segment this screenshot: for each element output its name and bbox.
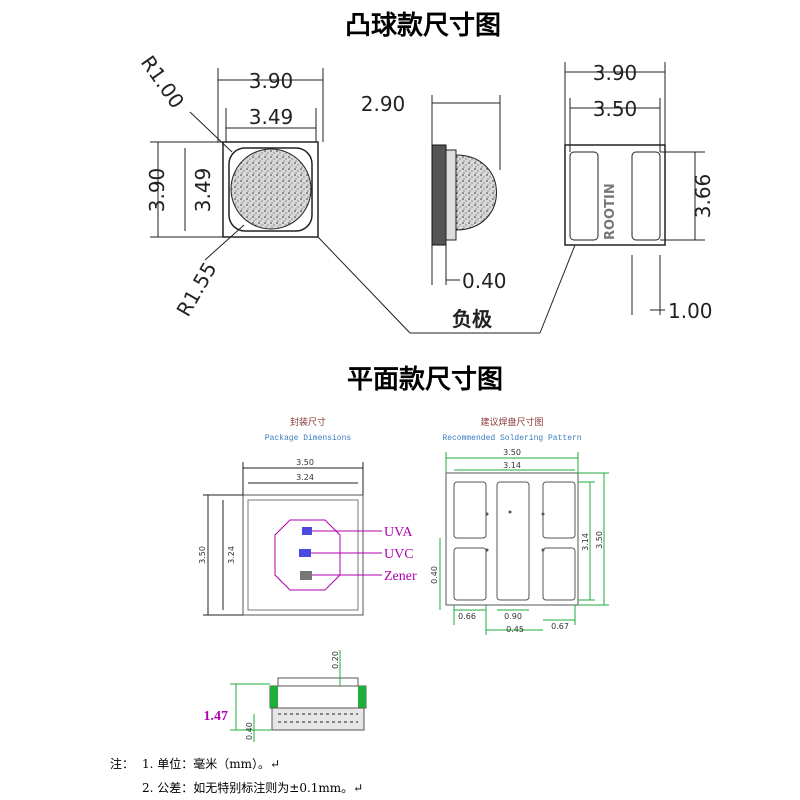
solder-title-en: Recommended Soldering Pattern <box>442 434 581 443</box>
profile-view: 0.20 1.47 0.40 <box>204 650 367 742</box>
dim-bot-350: 3.50 <box>593 97 638 121</box>
solder-title-cn: 建议焊盘尺寸图 <box>480 416 543 428</box>
notes: 注： 1. 单位：毫米（mm）。↵ 2. 公差：如无特别标注则为±0.1mm。↵ <box>110 756 363 795</box>
pkg-h-324: 3.24 <box>227 546 236 564</box>
dome-title: 凸球款尺寸图 <box>345 11 501 41</box>
sp-h-350: 3.50 <box>595 531 604 549</box>
notes-prefix: 注： <box>110 756 134 771</box>
dim-side-290: 2.90 <box>361 92 406 116</box>
pf-h-147: 1.47 <box>204 709 229 724</box>
package-title-cn: 封装尺寸 <box>290 416 326 428</box>
sp-b-045: 0.45 <box>506 625 524 634</box>
dome-side-view: 2.90 0.40 负极 <box>317 92 576 334</box>
flat-title: 平面款尺寸图 <box>347 365 503 395</box>
pkg-w-324: 3.24 <box>296 473 314 482</box>
dim-r155: R1.55 <box>172 258 222 321</box>
dim-top-390: 3.90 <box>249 69 294 93</box>
solder-pattern-view: 建议焊盘尺寸图 Recommended Soldering Pattern 3.… <box>430 416 609 635</box>
sp-b-067: 0.67 <box>551 622 569 631</box>
package-view: 封装尺寸 Package Dimensions UVA UVC Zener 3.… <box>198 416 417 616</box>
dome-bottom-view: ROOTIN 3.90 3.50 3.66 1.00 <box>564 61 715 323</box>
dome-top-view: 3.90 3.49 3.90 3.49 R1.00 R1.55 <box>136 51 324 321</box>
dim-bot-366: 3.66 <box>691 174 715 219</box>
dim-side-040: 0.40 <box>462 269 507 293</box>
sp-gap-040: 0.40 <box>430 566 439 584</box>
pkg-w-350: 3.50 <box>296 458 314 467</box>
sp-w-350: 3.50 <box>503 448 521 457</box>
dim-bot-390: 3.90 <box>593 61 638 85</box>
sp-b-066: 0.66 <box>458 612 476 621</box>
dim-bot-100: 1.00 <box>668 299 713 323</box>
brand-mark: ROOTIN <box>603 183 618 240</box>
sp-h-314: 3.14 <box>581 533 590 551</box>
package-title-en: Package Dimensions <box>265 434 352 443</box>
label-zener: Zener <box>384 569 417 584</box>
sp-b-090: 0.90 <box>504 612 522 621</box>
pf-b-040: 0.40 <box>245 722 254 740</box>
pf-top-020: 0.20 <box>331 651 340 669</box>
label-uva: UVA <box>384 525 413 540</box>
negative-label: 负极 <box>452 307 493 331</box>
dim-left-349: 3.49 <box>191 168 215 213</box>
dim-top-349: 3.49 <box>249 105 294 129</box>
sp-w-314: 3.14 <box>503 461 521 470</box>
note-2: 2. 公差：如无特别标注则为±0.1mm。↵ <box>142 780 363 795</box>
dim-left-390: 3.90 <box>145 168 169 213</box>
label-uvc: UVC <box>384 547 414 562</box>
pkg-h-350: 3.50 <box>198 546 207 564</box>
note-1: 1. 单位：毫米（mm）。↵ <box>142 756 280 771</box>
dim-r100: R1.00 <box>136 51 189 113</box>
